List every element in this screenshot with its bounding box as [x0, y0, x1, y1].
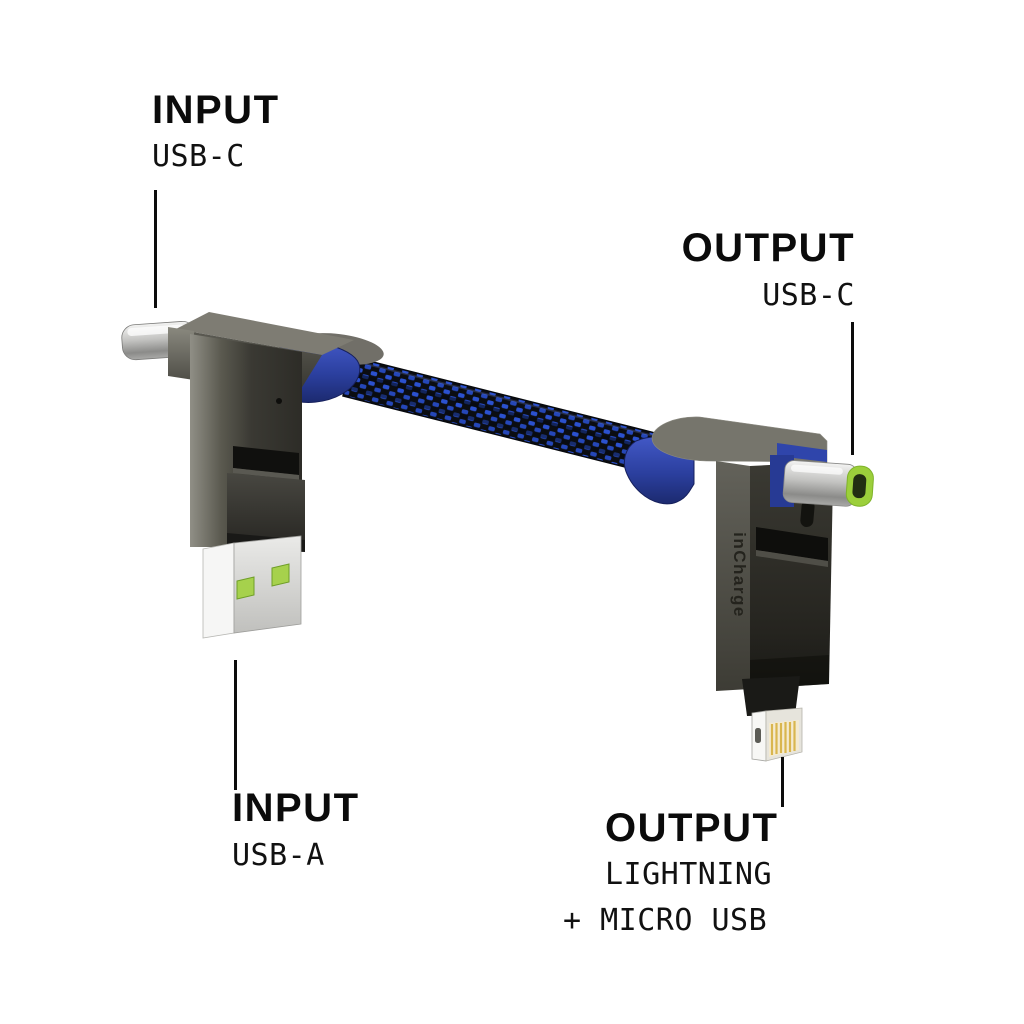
callout-line-input-usba	[234, 660, 237, 790]
usb-a-plug-input	[202, 535, 302, 639]
usb-c-plug-output	[782, 460, 874, 507]
annotation-title: INPUT	[152, 88, 280, 132]
annotation-subtitle: USB-A	[232, 838, 325, 873]
usb-a-contact	[236, 576, 255, 600]
annotation-output-lightning: OUTPUT LIGHTNING + MICRO USB	[563, 808, 778, 944]
right-connector-assembly: inCharge	[623, 416, 874, 762]
annotation-title: INPUT	[232, 786, 360, 830]
annotation-subtitle: LIGHTNING	[605, 857, 773, 892]
lightning-plug-output	[742, 676, 803, 762]
left-body	[168, 312, 354, 552]
callout-line-output-lightning	[781, 757, 784, 807]
annotation-subtitle: + MICRO USB	[563, 903, 768, 938]
annotation-input-usba: INPUT USB-A	[232, 788, 360, 871]
brand-logo: inCharge	[730, 532, 749, 618]
annotation-output-usbc: OUTPUT USB-C	[682, 228, 855, 311]
right-body: inCharge	[716, 455, 833, 691]
right-body-window	[756, 527, 828, 561]
usb-a-contact	[271, 563, 290, 587]
annotation-input-usbc: INPUT USB-C	[152, 90, 280, 172]
braided-cable	[342, 356, 668, 476]
callout-line-output-usbc	[851, 322, 854, 455]
callout-line-input-usbc	[154, 190, 157, 308]
left-body-window	[233, 446, 299, 475]
annotation-subtitle: USB-C	[762, 278, 855, 313]
annotation-title: OUTPUT	[605, 806, 779, 850]
annotation-subtitle: USB-C	[152, 139, 245, 174]
annotation-title: OUTPUT	[681, 226, 855, 270]
left-connector-assembly	[121, 312, 384, 639]
